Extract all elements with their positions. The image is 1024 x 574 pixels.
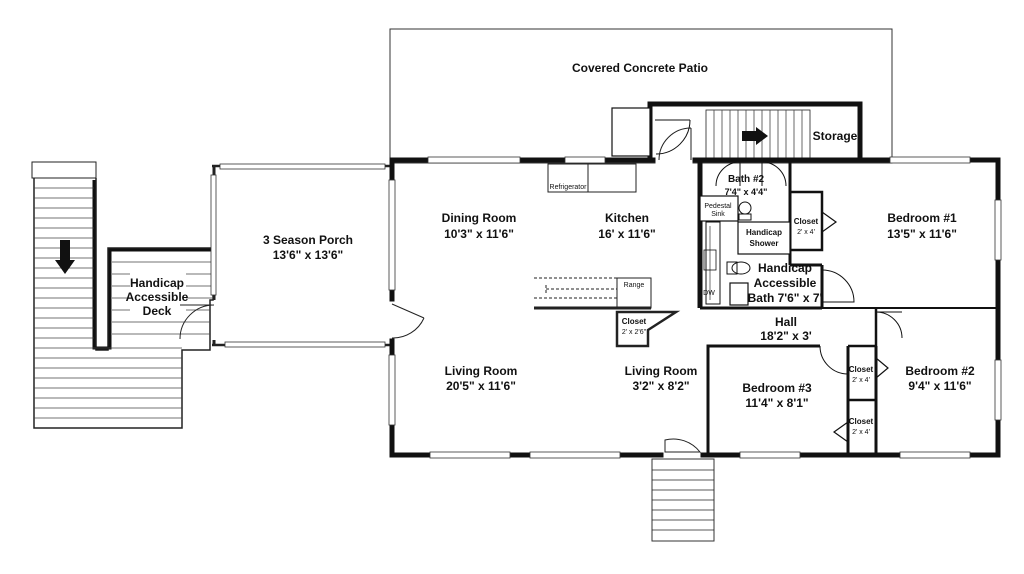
hall-closet-lower-size: 2' x 4' [852, 429, 870, 436]
dw-label: DW [703, 290, 715, 297]
living2-name: Living Room [625, 364, 698, 378]
dining-name: Dining Room [442, 211, 517, 225]
storage [611, 101, 863, 161]
dining-size: 10'3" x 11'6" [444, 227, 514, 241]
kitchen-closet-name: Closet [622, 317, 647, 326]
hall-closet-lower-name: Closet [849, 417, 874, 426]
hbath-line-3: Bath 7'6" x 7' [748, 291, 823, 305]
shower-line-1: Handicap [746, 228, 782, 237]
hbath-line-2: Accessible [754, 276, 817, 290]
deck-line-3: Deck [143, 304, 172, 318]
bath-closet-name: Closet [794, 217, 819, 226]
hall-closet-upper-size: 2' x 4' [852, 377, 870, 384]
hall-name: Hall [775, 315, 797, 329]
living1-name: Living Room [445, 364, 518, 378]
kitchen-fixtures [534, 163, 681, 348]
interior-walls [697, 161, 998, 455]
porch-door [179, 304, 215, 340]
hbath-line-1: Handicap [758, 261, 812, 275]
right-arrow-icon [742, 127, 768, 145]
bedroom2-name: Bedroom #2 [905, 364, 975, 378]
exterior-doors [388, 127, 715, 542]
patio-outline [389, 28, 893, 164]
living2-size: 3'2" x 8'2" [632, 379, 689, 393]
hall-closet-upper-name: Closet [849, 365, 874, 374]
porch-walls [179, 163, 390, 348]
bath2-size: 7'4" x 4'4" [725, 187, 768, 197]
deck-line-2: Accessible [126, 290, 189, 304]
living1-size: 20'5" x 11'6" [446, 379, 516, 393]
range-label: Range [624, 282, 645, 289]
shower-line-2: Shower [750, 239, 779, 248]
bath-closet-size: 2' x 4' [797, 229, 815, 236]
bedroom3-size: 11'4" x 8'1" [745, 396, 808, 410]
bedroom1-size: 13'5" x 11'6" [887, 227, 957, 241]
bedroom3-name: Bedroom #3 [742, 381, 812, 395]
pedestal-sink-line-2: Sink [711, 211, 725, 218]
windows [388, 156, 1002, 459]
pedestal-sink-line-1: Pedestal [704, 203, 732, 210]
down-arrow-icon [55, 240, 75, 274]
kitchen-closet-size: 2' x 2'6" [622, 329, 647, 336]
kitchen-size: 16' x 11'6" [598, 227, 655, 241]
bath2-name: Bath #2 [728, 174, 765, 185]
porch-name: 3 Season Porch [263, 233, 353, 247]
porch-size: 13'6" x 13'6" [273, 248, 343, 262]
kitchen-name: Kitchen [605, 211, 649, 225]
deck-stairs [31, 161, 214, 429]
bedroom2-size: 9'4" x 11'6" [908, 379, 971, 393]
bedroom1-name: Bedroom #1 [887, 211, 957, 225]
deck-line-1: Handicap [130, 276, 184, 290]
patio-label: Covered Concrete Patio [572, 61, 708, 75]
refrigerator-label: Refrigerator [550, 184, 588, 191]
storage-label: Storage [813, 129, 858, 143]
hall-size: 18'2" x 3' [760, 329, 812, 343]
